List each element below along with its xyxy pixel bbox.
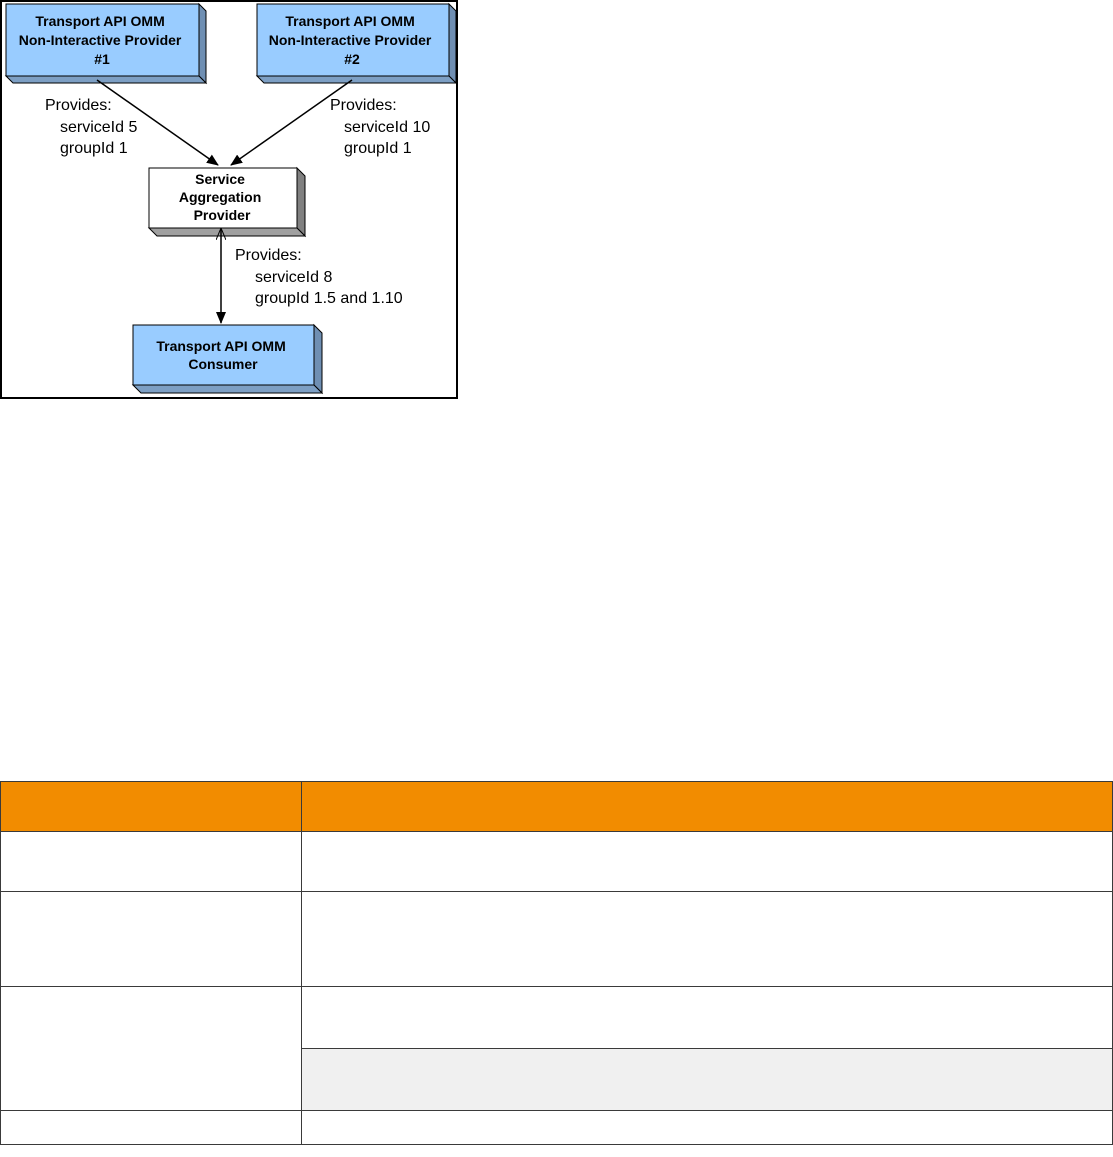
provider-2-box: Transport API OMM Non-Interactive Provid… (255, 2, 458, 85)
provider-2-line-1: Transport API OMM (285, 13, 414, 29)
consumer-line-2: Consumer (188, 356, 258, 372)
table-row (0, 891, 1113, 987)
right-label-line-2: serviceId 10 (344, 119, 430, 136)
aggregator-line-3: Provider (194, 207, 251, 223)
table-row (0, 831, 1113, 892)
table-row (0, 986, 1113, 1111)
svg-text:Transport API OMM Consum: Transport API OMM Consumer (156, 338, 289, 372)
svg-text:Transport API OMM Non-In: Transport API OMM Non-Interactive Provid… (269, 13, 436, 67)
provider-2-face (256, 3, 450, 77)
table-cell (0, 831, 302, 892)
table-cell (301, 1110, 1113, 1145)
table-cell-shaded (301, 1048, 1113, 1111)
architecture-diagram: Transport API OMM Non-Interactive Provid… (0, 0, 458, 399)
left-provides-label: Provides: serviceId 5 groupId 1 (45, 97, 142, 157)
arrow-provider1-to-aggregator (96, 79, 219, 166)
bottom-label-line-3: groupId 1.5 and 1.10 (255, 290, 403, 307)
right-provides-label: Provides: serviceId 10 groupId 1 (330, 97, 435, 157)
right-label-line-3: groupId 1 (344, 140, 412, 157)
left-label-line-3: groupId 1 (60, 140, 128, 157)
svg-text:Transport API OMM Non-In: Transport API OMM Non-Interactive Provid… (19, 13, 186, 67)
aggregator-face (148, 167, 298, 229)
left-label-line-2: serviceId 5 (60, 119, 137, 136)
provider-1-box: Transport API OMM Non-Interactive Provid… (4, 2, 208, 85)
consumer-box: Transport API OMM Consumer (131, 323, 324, 395)
svg-text:Service Aggregation: Service Aggregation Provider (179, 171, 265, 223)
table-header-cell-1 (0, 781, 302, 832)
provider-1-line-2: Non-Interactive Provider (19, 32, 182, 48)
table-cell (0, 1110, 302, 1145)
consumer-line-1: Transport API OMM (156, 338, 285, 354)
info-table-wrapper (0, 781, 1113, 1145)
table-cell (301, 831, 1113, 892)
aggregator-line-1: Service (195, 171, 245, 187)
bottom-label-line-2: serviceId 8 (255, 269, 332, 286)
table-header-row (0, 781, 1113, 832)
consumer-face (132, 324, 315, 386)
provider-1-line-1: Transport API OMM (35, 13, 164, 29)
table-cell (301, 986, 1113, 1049)
provider-2-line-3: #2 (344, 51, 360, 67)
table-row (0, 1110, 1113, 1145)
right-label-line-1: Provides: (330, 97, 397, 114)
bottom-provides-label: Provides: serviceId 8 groupId 1.5 and 1.… (235, 247, 403, 307)
provider-1-face (5, 3, 200, 77)
table-cell (0, 891, 302, 987)
table-header-cell-2 (301, 781, 1113, 832)
arrow-provider2-to-aggregator (230, 79, 353, 166)
aggregator-box: Service Aggregation Provider (147, 166, 307, 238)
bottom-label-line-1: Provides: (235, 247, 302, 264)
info-table (0, 781, 1113, 1145)
left-label-line-1: Provides: (45, 97, 112, 114)
table-cell (301, 891, 1113, 987)
table-cell-merged (0, 986, 302, 1111)
provider-1-line-3: #1 (94, 51, 110, 67)
provider-2-line-2: Non-Interactive Provider (269, 32, 432, 48)
aggregator-line-2: Aggregation (179, 189, 261, 205)
